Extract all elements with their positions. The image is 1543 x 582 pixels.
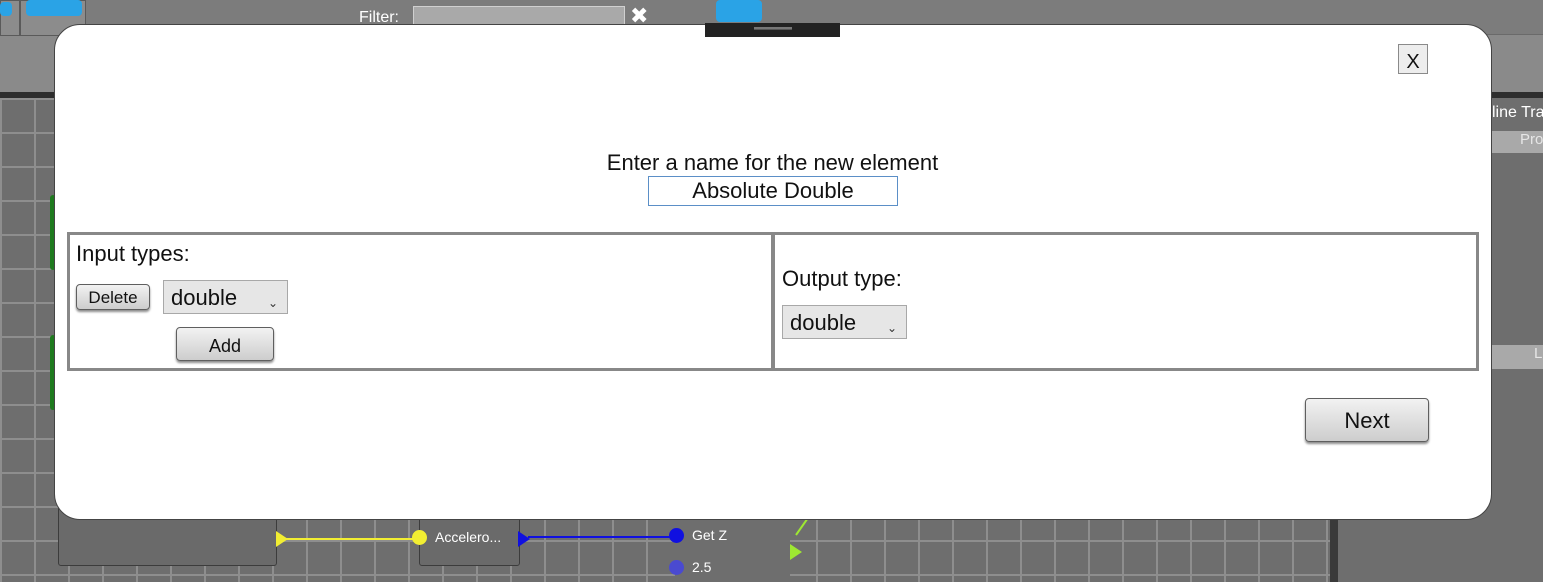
right-panel-tab[interactable]: L	[1492, 345, 1543, 369]
output-port-dot[interactable]	[669, 528, 684, 543]
block-icon[interactable]	[0, 2, 12, 16]
delete-input-button[interactable]: Delete	[76, 284, 150, 310]
name-prompt: Enter a name for the new element	[606, 150, 939, 175]
wire-blue	[528, 536, 678, 538]
save-icon[interactable]	[716, 0, 762, 22]
input-type-select[interactable]: double ⌄	[163, 280, 288, 314]
input-port-arrow[interactable]	[518, 531, 530, 547]
node-label: Get Z	[692, 527, 728, 543]
output-type-title: Output type:	[782, 266, 902, 291]
chevron-down-icon: ⌄	[267, 296, 278, 310]
input-port-arrow[interactable]	[276, 531, 288, 547]
add-input-button[interactable]: Add	[176, 327, 274, 361]
filter-label: Filter:	[359, 9, 399, 26]
element-name-input[interactable]: Absolute Double	[648, 176, 898, 206]
drag-grip-icon	[754, 27, 792, 30]
close-button[interactable]: X	[1398, 44, 1428, 74]
output-type-panel	[772, 232, 1479, 371]
input-type-value: double	[171, 285, 238, 310]
node-label: Accelero...	[435, 529, 502, 545]
input-types-title: Input types:	[76, 241, 190, 266]
output-port-dot[interactable]	[412, 530, 427, 545]
dialog-drag-handle[interactable]	[705, 23, 840, 37]
right-panel-tab[interactable]: Pro	[1492, 131, 1543, 153]
right-panel-header: line Tra	[1492, 104, 1543, 121]
filter-clear-icon[interactable]: ✖	[630, 3, 649, 28]
node-label: 2.5	[692, 559, 712, 575]
chevron-down-icon: ⌄	[886, 321, 897, 335]
next-button[interactable]: Next	[1305, 398, 1429, 442]
input-port-arrow[interactable]	[790, 544, 802, 560]
node-edge	[50, 335, 56, 410]
output-port-dot[interactable]	[669, 560, 684, 575]
wire-yellow	[285, 538, 420, 540]
output-type-select[interactable]: double ⌄	[782, 305, 907, 339]
block-icon[interactable]	[26, 0, 82, 16]
node-edge	[50, 195, 56, 270]
output-type-value: double	[790, 310, 857, 335]
